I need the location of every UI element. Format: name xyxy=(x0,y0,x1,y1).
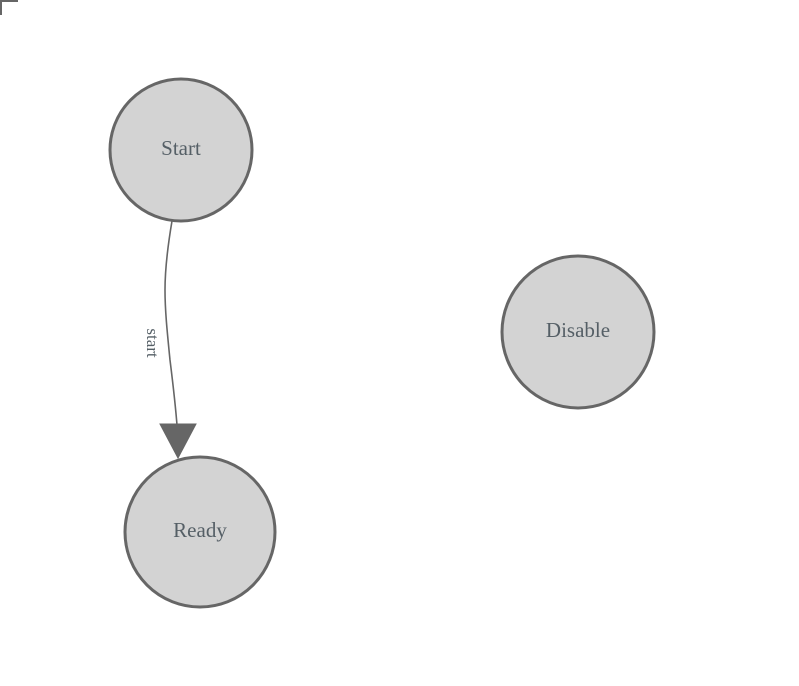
node-disable[interactable]: Disable xyxy=(500,254,656,410)
edge-path-start-to-ready xyxy=(164,220,179,441)
node-disable-label: Disable xyxy=(546,318,610,342)
node-disable-circle xyxy=(500,254,656,410)
edge-label-start: start xyxy=(143,328,162,358)
node-start-circle xyxy=(108,77,254,223)
node-ready-circle xyxy=(123,455,277,609)
canvas-corner-mark xyxy=(0,0,18,15)
node-ready[interactable]: Ready xyxy=(123,455,277,609)
node-start-label: Start xyxy=(161,136,201,160)
node-ready-label: Ready xyxy=(173,518,227,542)
edge-start-to-ready[interactable]: start xyxy=(143,220,197,460)
node-start[interactable]: Start xyxy=(108,77,254,223)
arrowhead-icon xyxy=(159,423,197,460)
